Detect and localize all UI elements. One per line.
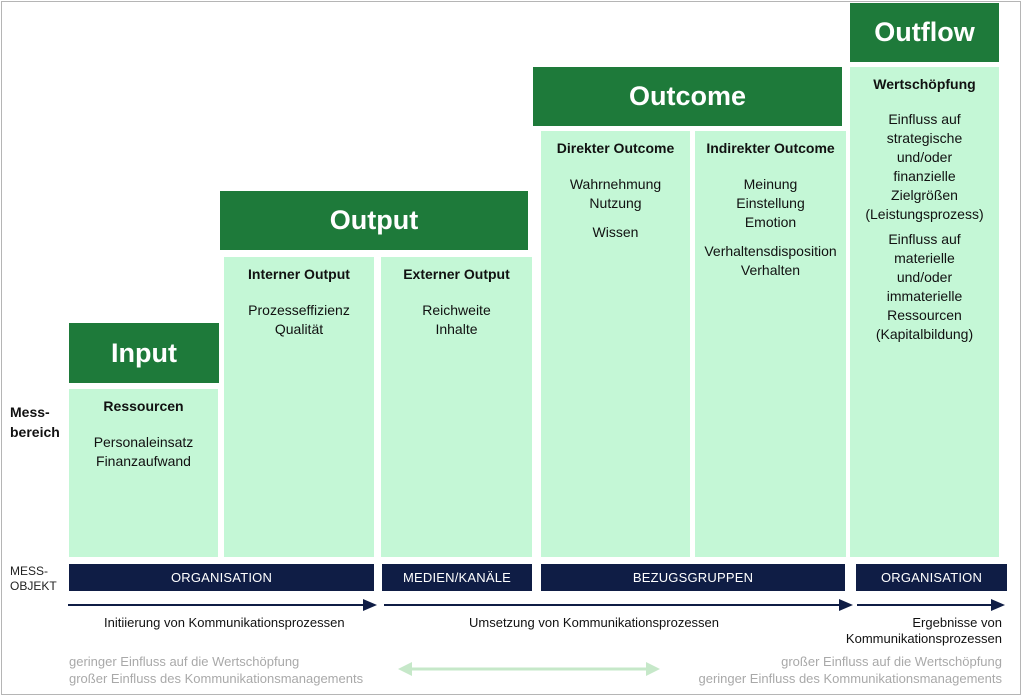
column-line: finanzielle [893,168,956,184]
column-line: Wissen [592,224,639,240]
column-line: Einfluss auf [888,111,961,127]
ergebnisse-line: Ergebnisse von [912,615,1002,630]
influence-right: großer Einfluss auf die Wertschöpfung ge… [699,653,1003,687]
object-bar-organisation-2: ORGANISATION [856,564,1007,591]
column-line: Einfluss auf [888,231,961,247]
column-line: Meinung [743,176,798,192]
influence-line: geringer Einfluss auf die Wertschöpfung [69,654,300,669]
header-outflow: Outflow [850,3,999,62]
process-initiierung: Initiierung von Kommunikationsprozessen [104,615,345,630]
column-line: strategische [886,130,963,146]
column-title: Externer Output [403,266,510,282]
column-line: materielle [894,250,955,266]
header-output: Output [220,191,528,250]
column-title: Ressourcen [103,398,184,414]
column-line: Reichweite [422,302,491,318]
column-line: Prozesseffizienz [248,302,350,318]
column-line: Ressourcen [887,307,962,323]
column-line: Verhalten [740,262,801,278]
column-line: (Kapitalbildung) [875,326,974,342]
messbereich-label: Mess- bereich [10,402,60,442]
column-title: Interner Output [248,266,350,282]
column-interner-output: Interner Output Prozesseffizienz Qualitä… [224,257,374,557]
influence-left: geringer Einfluss auf die Wertschöpfung … [69,653,363,687]
object-bar-organisation: ORGANISATION [69,564,374,591]
column-line: Emotion [744,214,797,230]
column-line: immaterielle [886,288,963,304]
column-line: Finanzaufwand [96,453,191,469]
column-line: Zielgrößen [891,187,958,203]
process-ergebnisse: Ergebnisse von Kommunikationsprozessen [846,615,1002,647]
messbereich-line: Mess- [10,404,50,420]
column-line: Qualität [274,321,324,337]
column-wertschoepfung: Wertschöpfung Einfluss auf strategische … [850,67,999,557]
column-line: Einstellung [736,195,805,211]
column-line: Personaleinsatz [93,434,194,450]
column-line: Nutzung [589,195,642,211]
column-title: Direkter Outcome [556,140,675,156]
column-indirekter-outcome: Indirekter Outcome Meinung Einstellung E… [695,131,846,557]
header-input: Input [69,323,219,383]
ergebnisse-line: Kommunikationsprozessen [845,631,1002,646]
column-title: Indirekter Outcome [706,140,835,156]
messobjekt-line: OBJEKT [10,579,57,593]
column-line: und/oder [896,269,953,285]
column-ressourcen: Ressourcen Personaleinsatz Finanzaufwand [69,389,218,557]
column-line: und/oder [896,149,953,165]
messobjekt-line: MESS- [10,564,49,578]
column-line: Wahrnehmung [569,176,662,192]
column-direkter-outcome: Direkter Outcome Wahrnehmung Nutzung Wis… [541,131,690,557]
column-line: Verhaltensdisposition [704,243,837,259]
influence-line: großer Einfluss des Kommunikationsmanage… [69,671,364,686]
messbereich-line: bereich [10,424,60,440]
column-externer-output: Externer Output Reichweite Inhalte [381,257,532,557]
object-bar-bezugsgruppen: BEZUGSGRUPPEN [541,564,845,591]
influence-line: großer Einfluss auf die Wertschöpfung [781,654,1002,669]
column-title: Wertschöpfung [873,76,976,92]
process-umsetzung: Umsetzung von Kommunikationsprozessen [469,615,720,630]
influence-line: geringer Einfluss des Kommunikationsmana… [698,671,1003,686]
header-outcome: Outcome [533,67,842,126]
column-line: Inhalte [435,321,478,337]
column-line: (Leistungsprozess) [865,206,984,222]
messobjekt-label: MESS- OBJEKT [10,564,57,594]
object-bar-medien-kanaele: MEDIEN/KANÄLE [382,564,532,591]
